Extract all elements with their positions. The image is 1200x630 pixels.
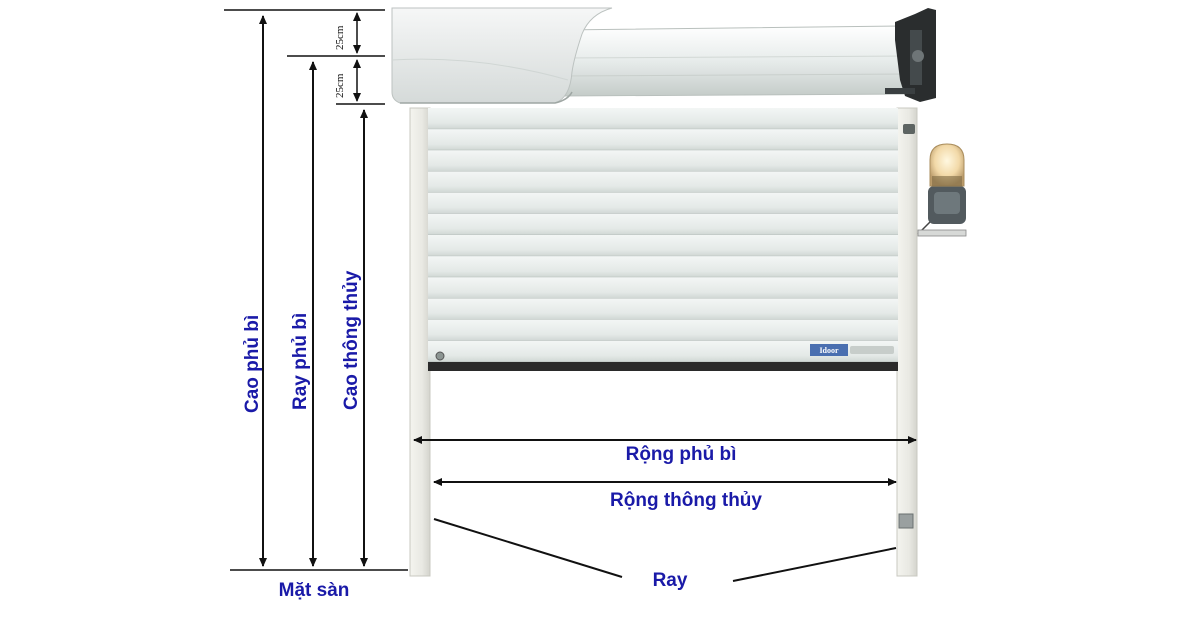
door-slat (428, 235, 898, 257)
door-slat (428, 256, 898, 278)
door-slat (428, 171, 898, 193)
label-dim-top: 25cm (334, 25, 346, 50)
ray-pointer-right (732, 547, 897, 582)
left-rail (409, 107, 431, 577)
door-slat (428, 150, 898, 172)
brand-plate: Idoor (810, 344, 894, 356)
right-rail (896, 107, 918, 577)
small-dimension-labels: 25cm 25cm (334, 25, 346, 98)
door-slat (428, 277, 898, 299)
door-curtain (428, 108, 898, 363)
door-slat (428, 340, 898, 362)
motor-bracket (885, 8, 936, 102)
label-cao-thong-thuy: Cao thông thủy (341, 270, 362, 410)
label-dim-second: 25cm (334, 73, 346, 98)
roller-drum (559, 25, 916, 97)
label-rong-thong-thuy: Rộng thông thủy (610, 490, 762, 511)
warning-lamp (917, 143, 967, 237)
door-slat (428, 108, 898, 130)
rail-bracket (898, 513, 914, 529)
roller-door: Idoor (391, 7, 967, 577)
label-mat-san: Mặt sàn (279, 580, 350, 601)
dimension-lines (224, 9, 917, 582)
roller-box-cover (391, 7, 613, 104)
door-slat (428, 298, 898, 320)
ray-pointer-left (433, 518, 623, 578)
lock-knob (903, 124, 915, 134)
brand-logo-text: Idoor (819, 346, 839, 355)
label-cao-phu-bi: Cao phủ bì (242, 315, 263, 413)
label-ray-phu-bi: Ray phủ bì (290, 313, 311, 410)
label-ray: Ray (653, 570, 688, 591)
door-slat (428, 129, 898, 151)
door-slat (428, 319, 898, 341)
door-slat (428, 192, 898, 214)
door-bottom-bar (428, 362, 898, 371)
dimension-labels: Cao phủ bì Ray phủ bì Cao thông thủy Rộn… (242, 270, 762, 601)
door-slat (428, 213, 898, 235)
label-rong-phu-bi: Rộng phủ bì (626, 444, 737, 465)
bottom-rivet (435, 351, 445, 361)
